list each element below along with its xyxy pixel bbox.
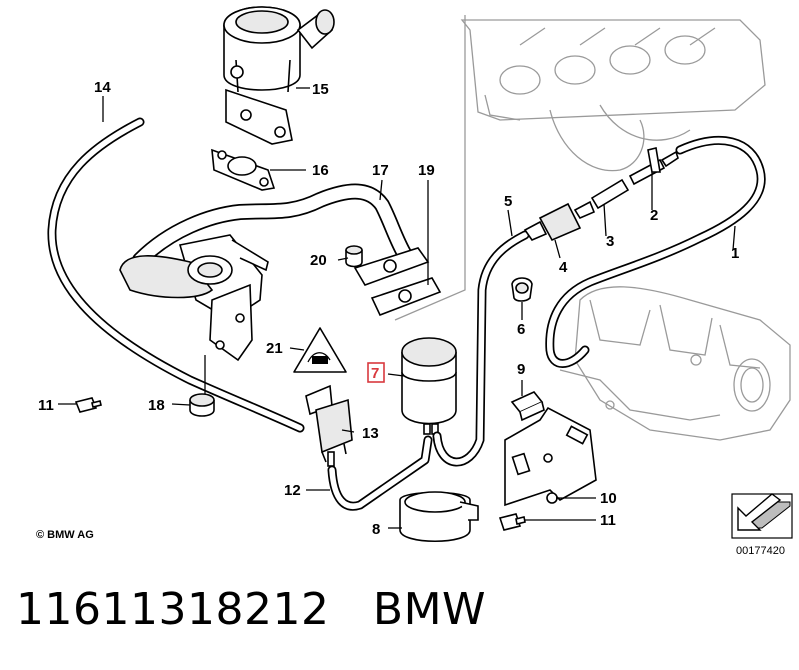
callout-16: 16: [312, 162, 329, 179]
screw-11-right: [498, 513, 526, 531]
hose-1: [545, 135, 766, 368]
callout-labels: 14 15 16 17 19 20 21 7 11 18 13 12 5 4 3…: [38, 79, 739, 538]
solenoid-valve-13: [305, 384, 353, 467]
bracket-10: [504, 406, 597, 507]
leader-lines: [58, 87, 736, 529]
grommet-18: [189, 393, 215, 417]
valve-bracket-assembly: [119, 234, 269, 395]
callout-12: 12: [284, 482, 301, 499]
callout-9: 9: [517, 361, 525, 378]
callout-11-right: 11: [600, 512, 616, 529]
callout-21: 21: [266, 340, 283, 357]
air-pump-valve-15: [223, 6, 335, 145]
clip-9: [510, 391, 545, 422]
parts-diagram: 14 15 16 17 19 20 21 7 11 18 13 12 5 4 3…: [36, 6, 793, 557]
brand-name: BMW: [372, 584, 487, 635]
intake-manifold-outline: [559, 286, 791, 441]
pipe-17: [132, 183, 413, 268]
hose-14: [47, 117, 305, 433]
callout-6: 6: [517, 321, 525, 338]
callout-17: 17: [372, 162, 389, 179]
gasket-19: [353, 247, 442, 317]
callout-7[interactable]: 7: [371, 365, 379, 382]
footer-caption: 11611318212 BMW: [16, 584, 486, 635]
connector-3: [590, 178, 630, 210]
exhaust-manifold-outline: [394, 15, 766, 321]
callout-15: 15: [312, 81, 329, 98]
cap-nut-20: [345, 245, 363, 268]
check-valve-4: [523, 200, 596, 242]
callout-2: 2: [650, 207, 658, 224]
reference-box: 00177420: [731, 493, 793, 557]
callout-10: 10: [600, 490, 617, 507]
callout-13: 13: [362, 425, 379, 442]
callout-20: 20: [310, 252, 327, 269]
callout-18: 18: [148, 397, 165, 414]
callout-11-left: 11: [38, 397, 54, 414]
part-number: 11611318212: [16, 584, 330, 635]
t-connector-2: [628, 147, 679, 186]
gasket-16: [211, 148, 276, 191]
callout-5: 5: [504, 193, 512, 210]
direction-arrow-icon: [737, 493, 791, 531]
highlight-box: [367, 362, 385, 383]
vacuum-reservoir-7: [401, 337, 457, 435]
strap-8: [399, 491, 479, 543]
callout-1: 1: [731, 245, 739, 262]
screw-11-left: [74, 397, 102, 413]
callout-7-highlight[interactable]: 7: [367, 362, 385, 383]
warning-label-21: [293, 327, 347, 373]
callout-19: 19: [418, 162, 435, 179]
hose-12: [327, 435, 433, 511]
callout-3: 3: [606, 233, 614, 250]
reference-code: 00177420: [736, 545, 785, 557]
callout-4: 4: [559, 259, 568, 276]
callout-8: 8: [372, 521, 380, 538]
callout-14: 14: [94, 79, 111, 96]
clip-6: [511, 277, 533, 302]
hose-5: [432, 230, 530, 467]
copyright-text: © BMW AG: [36, 529, 94, 541]
